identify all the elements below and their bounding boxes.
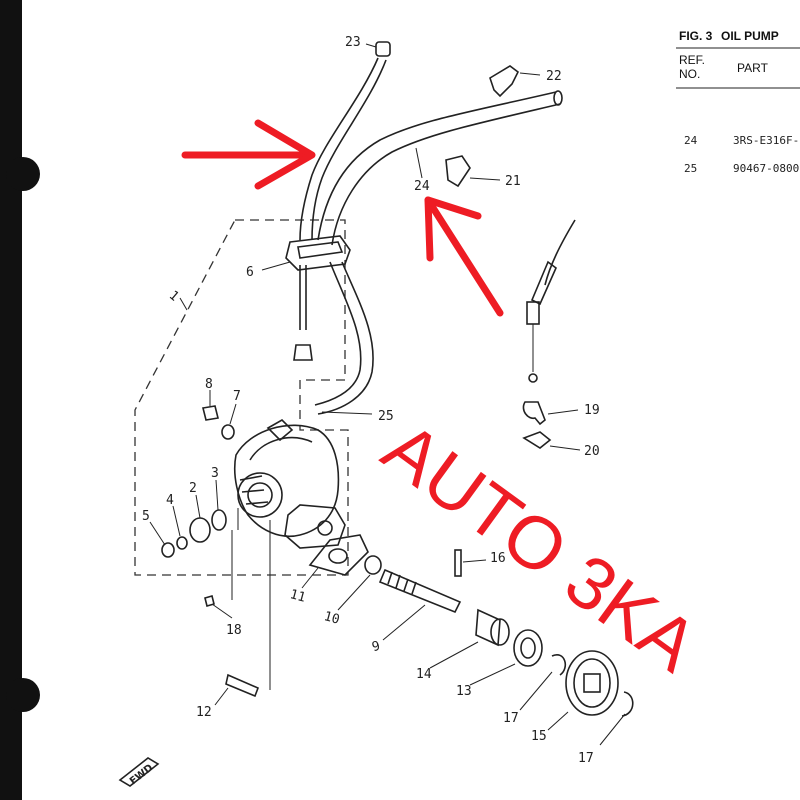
bolt-12 [225,673,260,698]
callout-1: 1 [166,288,182,305]
row-part: 3RS-E316F- [733,134,799,147]
assembly-outline [134,219,349,576]
hose-clip-23 [375,41,391,57]
callout-9: 9 [370,639,381,656]
callout-13: 13 [456,684,472,699]
gasket-11 [308,534,369,576]
worm-shaft-9 [378,568,462,614]
gear-15 [565,650,619,716]
callout-5: 5 [142,509,150,524]
callout-24: 24 [414,179,430,194]
callouts: 1 2 3 4 5 6 7 8 9 10 11 12 13 14 15 16 1… [142,35,600,766]
callout-22: 22 [546,69,562,84]
oil-suction-hose-24 [314,90,563,415]
callout-16: 16 [490,551,506,566]
callout-17: 17 [503,711,519,726]
pulley-19 [522,401,546,426]
oil-delivery-pipe [299,41,391,330]
callout-3: 3 [211,466,219,481]
callout-6: 6 [246,265,254,280]
callout-8: 8 [205,377,213,392]
callout-23: 23 [345,35,361,50]
col-part: PART [737,61,769,75]
callout-15: 15 [531,729,547,744]
seal-10 [364,555,382,575]
pump-cable [526,219,576,383]
circlip-17 [551,654,567,676]
binder-hole [6,678,40,712]
callout-21: 21 [505,174,521,189]
callout-2: 2 [189,481,197,496]
nut-5 [161,542,175,558]
bush-14 [475,608,501,647]
row-ref: 25 [684,162,697,175]
callout-7: 7 [233,389,241,404]
bolt-8 [202,405,219,421]
svg-text:FWD: FWD [128,762,155,787]
callout-20: 20 [584,444,600,459]
callout-12: 12 [196,705,212,720]
fitting [293,344,313,361]
callout-14: 14 [416,667,432,682]
callout-10: 10 [322,609,341,628]
bearing-13 [513,629,543,667]
leader-lines [149,43,626,746]
gear-2 [189,517,211,543]
washer-7 [221,424,235,440]
red-arrow-up-left [424,196,504,317]
washer-3 [211,509,227,531]
clip-20 [522,431,552,449]
binder-hole [6,157,40,191]
fig-label: FIG. 3 [679,29,713,43]
row-ref: 24 [684,134,698,147]
callout-17: 17 [578,751,594,766]
callout-25: 25 [378,409,394,424]
callout-11: 11 [288,587,307,606]
oil-pump-body [233,419,346,549]
bracket-22 [489,65,520,98]
clamp-21 [445,155,471,188]
callout-4: 4 [166,493,174,508]
callout-18: 18 [226,623,242,638]
pin-16 [454,549,462,577]
col-ref-line1: REF. [679,53,705,67]
washer-4 [176,536,188,550]
screw-18 [204,595,215,607]
fwd-badge: FWD [118,757,160,787]
fig-title: OIL PUMP [721,29,779,43]
circlip-17 [621,691,634,717]
col-ref-line2: NO. [679,67,700,81]
row-part: 90467-0800 [733,162,799,175]
callout-19: 19 [584,403,600,418]
parts-table: FIG. 3 OIL PUMP REF. NO. PART 24 3RS-E31… [676,29,800,175]
red-arrow-right [181,119,316,190]
grommet-6 [285,235,351,271]
binder-strip [0,0,22,800]
